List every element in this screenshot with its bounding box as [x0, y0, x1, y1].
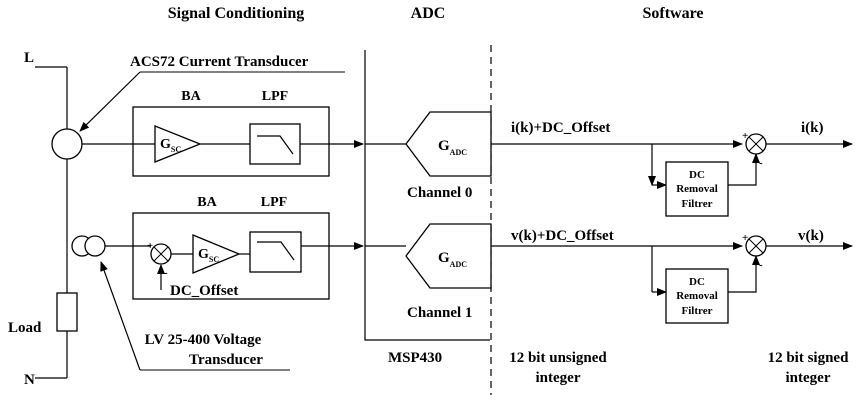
header-signal-conditioning: Signal Conditioning	[168, 5, 305, 22]
voltage-summer-plus-sign: +	[147, 240, 153, 252]
voltage-lpf-label: LPF	[261, 195, 287, 210]
voltage-ba-gain: GSC	[198, 247, 219, 264]
current-lpf-box	[249, 123, 301, 165]
current-subtractor-minus-sign: -	[759, 157, 763, 169]
voltage-subtractor-cross-b	[748, 238, 764, 254]
voltage-output-label: v(k)	[798, 228, 824, 244]
adc-channel-1-block	[405, 223, 492, 289]
current-dc-removal-filter	[665, 161, 729, 217]
voltage-dc-filter-text-3: Filtrer	[682, 305, 713, 317]
adc-boundary-line	[364, 50, 490, 341]
voltage-transducer-label-line2: Transducer	[189, 352, 263, 368]
voltage-ba-label: BA	[197, 195, 217, 210]
signed-format-line2: integer	[786, 370, 831, 386]
voltage-signal-label: v(k)+DC_Offset	[511, 228, 614, 244]
voltage-dc-filter-text-2: Removal	[676, 290, 718, 302]
voltage-filter-feedback-wire	[728, 255, 760, 293]
voltage-lpf-response-curve	[257, 241, 295, 261]
header-software: Software	[642, 5, 703, 22]
voltage-subtractor-plus-sign: +	[742, 232, 748, 244]
voltage-lpf-box	[249, 231, 302, 273]
voltage-subtractor-minus-sign: -	[759, 259, 763, 271]
current-ba-amplifier	[154, 125, 202, 163]
load-resistor	[56, 292, 78, 332]
current-transducer-symbol	[51, 128, 83, 160]
voltage-dc-removal-filter	[665, 268, 729, 324]
adc-ch0-gain: GADC	[438, 138, 467, 157]
voltage-transducer-label-line1: LV 25-400 Voltage	[145, 332, 262, 348]
voltage-summer-minus-sign: -	[164, 267, 168, 279]
signed-format-line1: 12 bit signed	[768, 350, 850, 366]
terminal-l-label: L	[24, 50, 34, 66]
current-transducer-pointer	[79, 71, 141, 132]
current-lpf-label: LPF	[262, 89, 288, 104]
current-transducer-label: ACS72 Current Transducer	[130, 54, 309, 70]
adc-channel-0-label: Channel 0	[407, 185, 472, 201]
voltage-ba-amplifier	[192, 234, 241, 274]
current-signal-label: i(k)+DC_Offset	[511, 120, 610, 136]
current-dc-filter-text-3: Filtrer	[682, 198, 713, 210]
adc-channel-1-label: Channel 1	[407, 305, 472, 321]
current-subtractor-cross-b	[748, 136, 764, 152]
current-output-label: i(k)	[801, 120, 824, 136]
current-subtractor-plus-sign: +	[742, 130, 748, 142]
voltage-transducer-pointer	[100, 261, 141, 371]
voltage-dc-filter-text-1: DC	[689, 276, 705, 288]
current-filter-feedback-wire	[728, 153, 760, 186]
voltage-transducer-coil-right	[84, 235, 106, 257]
voltage-summer-cross-b	[153, 246, 169, 262]
current-dc-filter-text-1: DC	[689, 169, 705, 181]
current-dc-filter-text-2: Removal	[676, 183, 718, 195]
mcu-label: MSP430	[388, 350, 442, 366]
unsigned-format-line2: integer	[536, 370, 581, 386]
unsigned-format-line1: 12 bit unsigned	[509, 350, 607, 366]
voltage-dc-offset-label: DC_Offset	[170, 283, 238, 299]
header-adc: ADC	[411, 5, 446, 22]
current-lpf-response-curve	[257, 135, 294, 155]
adc-ch1-gain: GADC	[438, 250, 467, 269]
current-ba-label: BA	[181, 89, 201, 104]
load-label: Load	[8, 320, 42, 336]
terminal-n-label: N	[24, 372, 35, 388]
current-ba-gain: GSC	[160, 137, 181, 154]
